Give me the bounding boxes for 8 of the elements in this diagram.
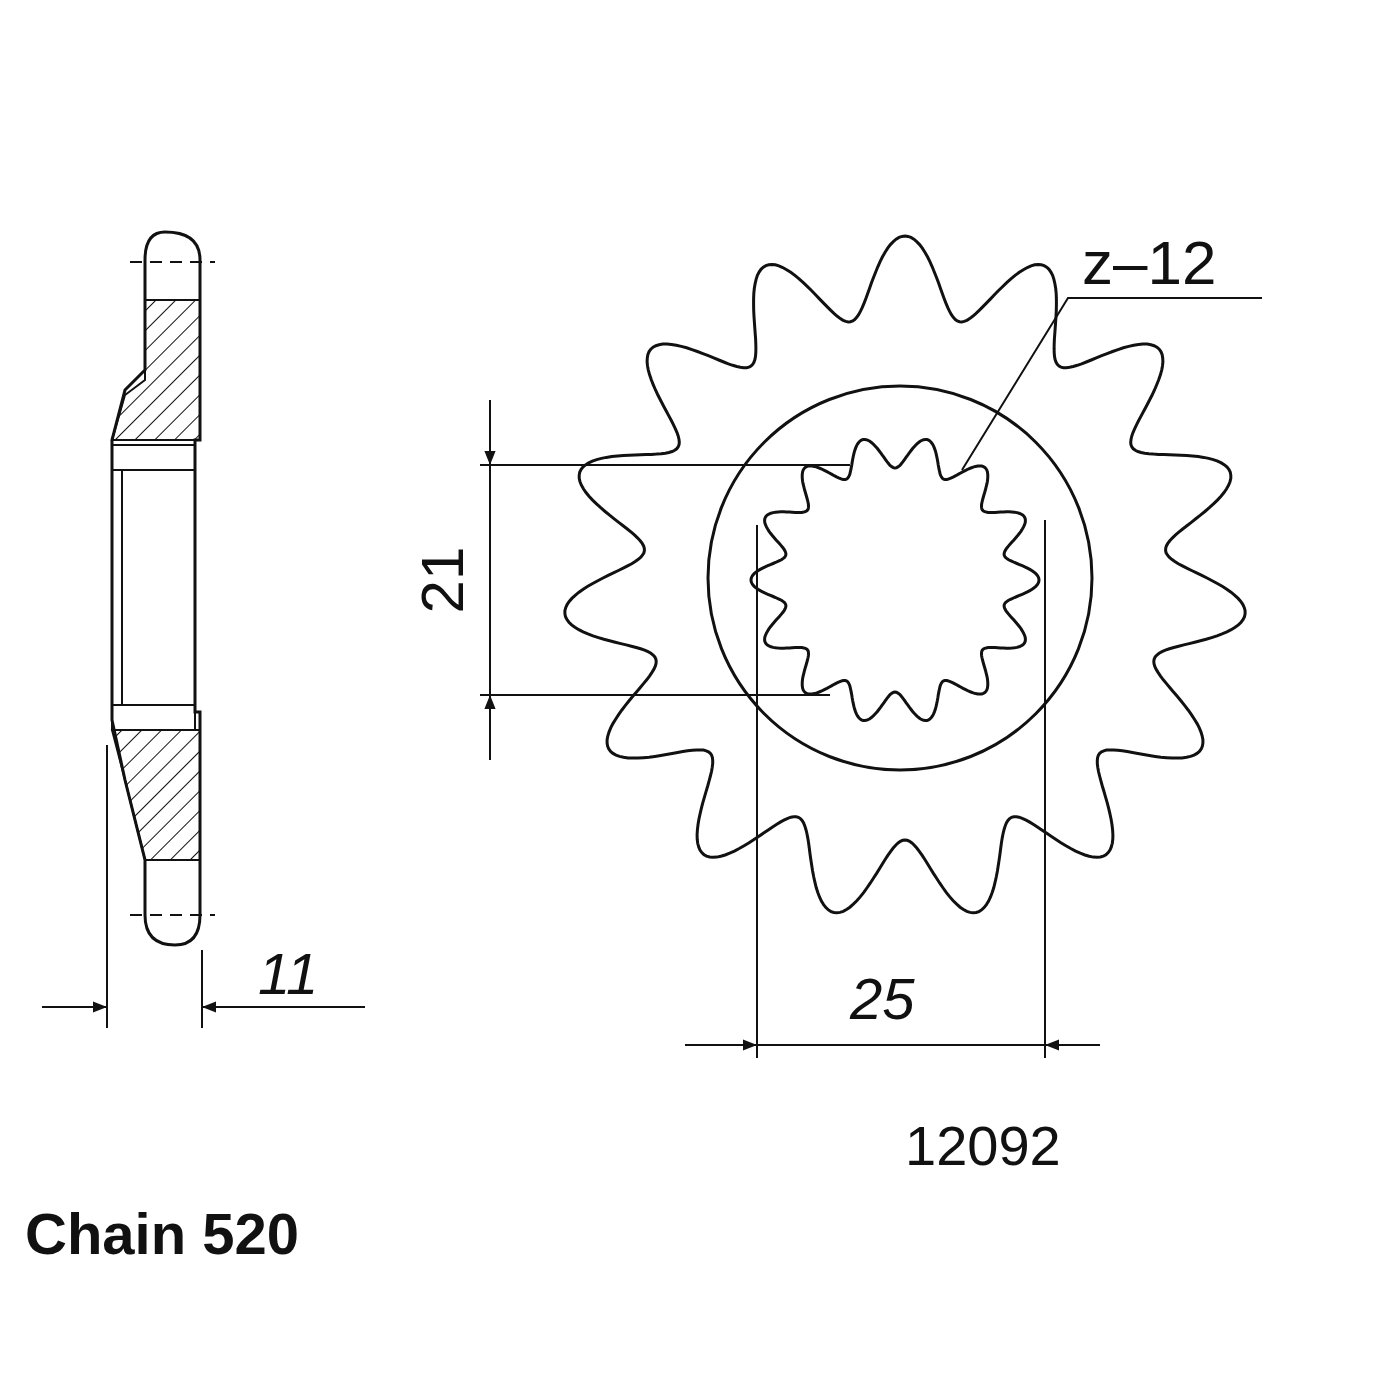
dimension-label: 21 xyxy=(413,546,474,614)
dimension-label: 11 xyxy=(258,945,319,1003)
part-number: 12092 xyxy=(905,1118,1061,1174)
spline-bore xyxy=(749,438,1041,722)
leader-line xyxy=(961,297,1263,471)
dimension-label: 25 xyxy=(850,970,915,1028)
chain-size-label: Chain 520 xyxy=(25,1205,299,1263)
tooth-count-label: z–12 xyxy=(1082,232,1217,294)
